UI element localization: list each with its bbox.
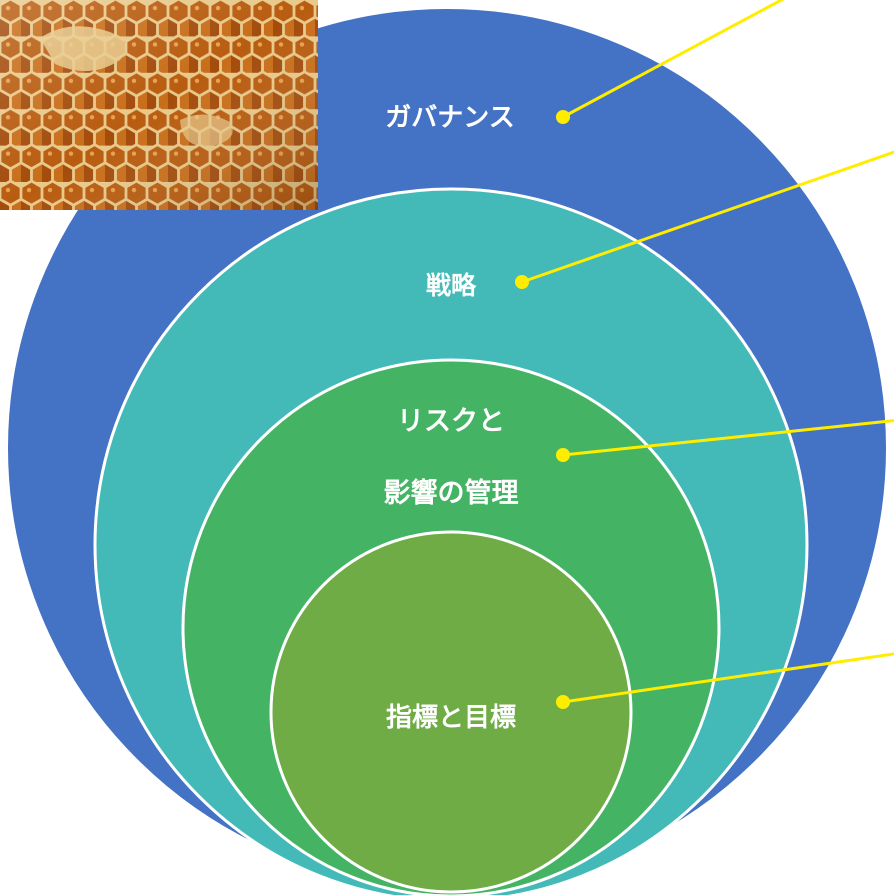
leader-dot-strategy	[515, 275, 529, 289]
leader-line-governance	[562, 0, 785, 119]
leader-line-strategy	[521, 150, 894, 284]
ring-metrics-targets	[269, 530, 633, 894]
label-risk-management-line-2: 影響の管理	[384, 477, 519, 509]
label-governance: ガバナンス	[385, 103, 514, 133]
leader-lines	[521, 0, 894, 704]
label-metrics-targets: 指標と目標	[386, 703, 516, 733]
honeycomb-photo	[0, 0, 318, 210]
leader-dot-risk-management	[556, 448, 570, 462]
leader-dot-metrics-targets	[556, 695, 570, 709]
label-risk-management-line-1: リスクと	[397, 406, 505, 437]
leader-line-metrics-targets	[562, 652, 894, 704]
leader-line-risk-management	[562, 419, 894, 457]
label-strategy: 戦略	[426, 271, 477, 300]
leader-dot-governance	[556, 110, 570, 124]
